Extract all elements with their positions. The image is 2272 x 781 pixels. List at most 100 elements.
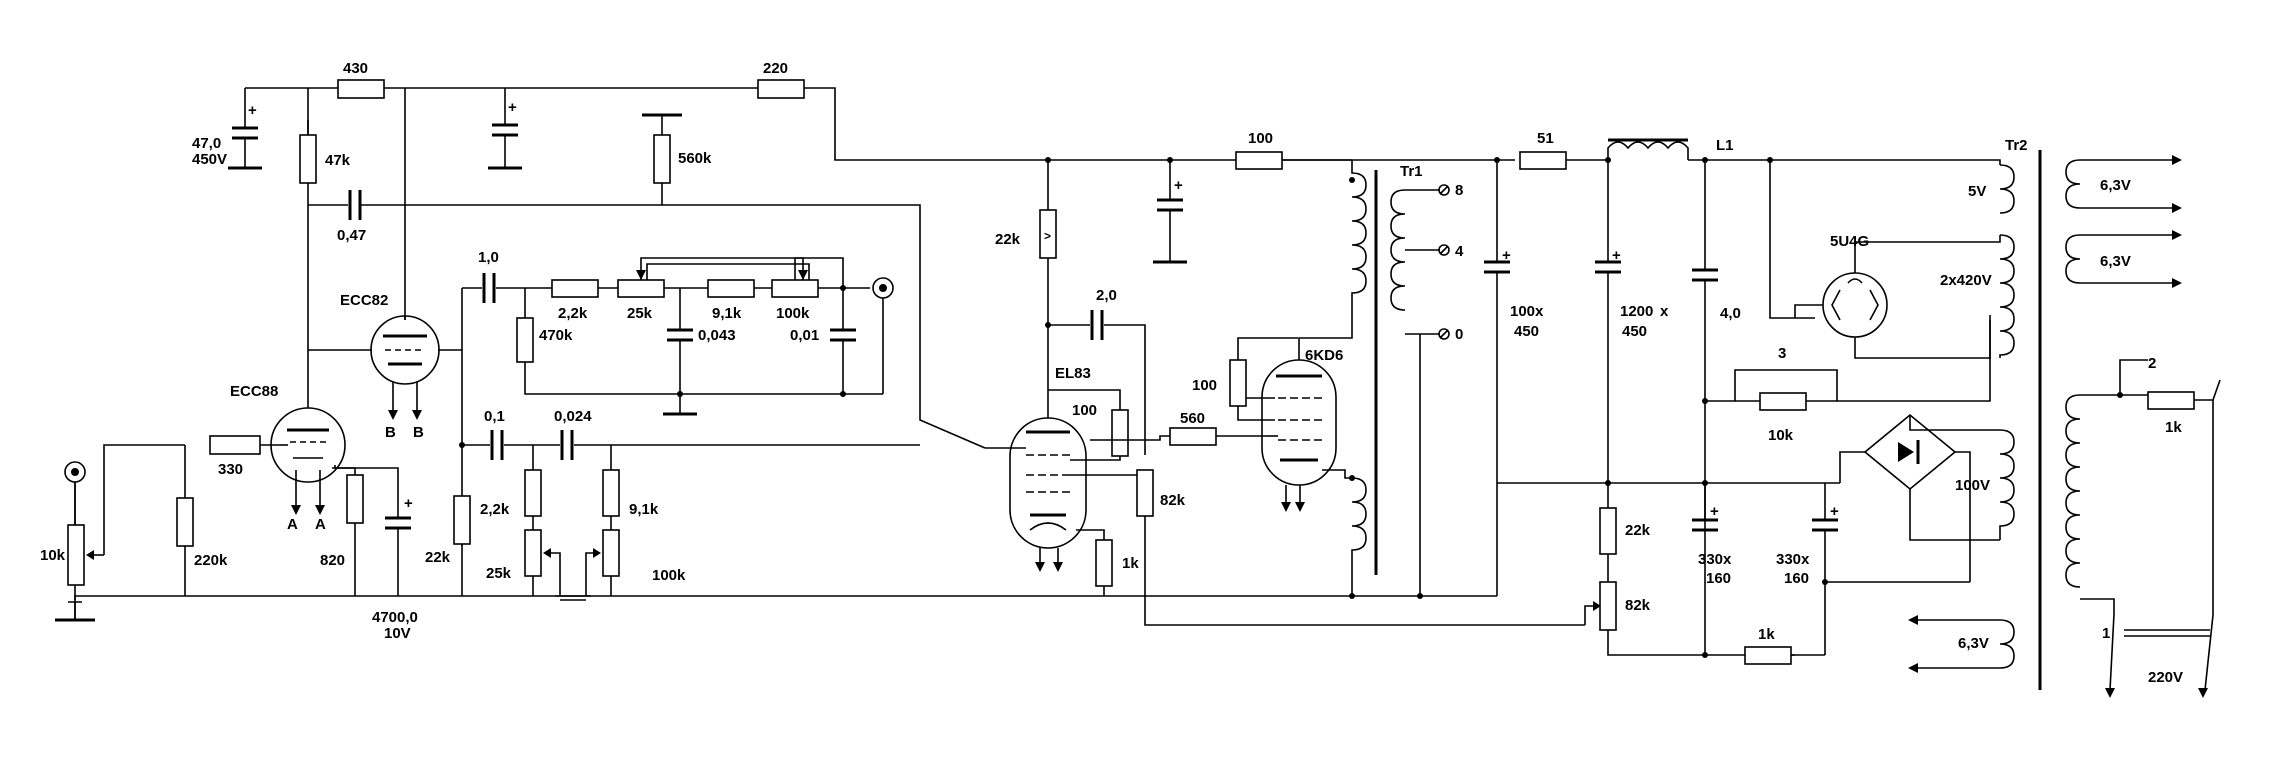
tr2-label: Tr2 — [2005, 137, 2028, 154]
pin-a1-label: A — [287, 516, 298, 533]
tap-0-icon[interactable] — [1438, 328, 1450, 340]
resistor-430 — [337, 79, 385, 99]
pot-82k-ps — [1599, 581, 1617, 631]
c047-label: 0,47 — [337, 227, 366, 244]
resistor-82k-el83 — [1136, 469, 1154, 517]
plus-sign: + — [1174, 177, 1183, 194]
c1200v-label: 450 — [1622, 323, 1647, 340]
plus-sign: + — [1612, 247, 1621, 264]
r220-label: 220 — [763, 60, 788, 77]
resistor-9k1-top — [707, 279, 755, 298]
c330b-label: 330x — [1776, 551, 1810, 568]
r100-top-label: 100 — [1248, 130, 1273, 147]
sw2-label: 2 — [2148, 355, 2156, 372]
r22k-el83-label: 22k — [995, 231, 1021, 248]
c330av-label: 160 — [1706, 570, 1731, 587]
plus-sign: + — [248, 102, 257, 119]
volume-pot — [67, 524, 85, 586]
resistor-220-top — [757, 79, 805, 99]
c01-label: 0,1 — [484, 408, 505, 425]
c330a-label: 330x — [1698, 551, 1732, 568]
5u4g-label: 5U4G — [1830, 233, 1869, 250]
p25k-top-label: 25k — [627, 305, 653, 322]
r2k2-top-label: 2,2k — [558, 305, 588, 322]
r9k1-bot-label: 9,1k — [629, 501, 659, 518]
r2k2-bot-label: 2,2k — [480, 501, 510, 518]
plus-sign: + — [1830, 503, 1839, 520]
tr1-transformer: Tr1 8 4 0 — [1349, 160, 1464, 599]
c1200x-x-label: x — [1660, 303, 1669, 320]
r220k-label: 220k — [194, 552, 228, 569]
v5v-label: 5V — [1968, 183, 1986, 200]
c10-label: 1,0 — [478, 249, 499, 266]
tone-stack-top: 1,0 2,2k 25k 9,1k 100k 470k 0,043 — [462, 249, 894, 416]
c47-label: 47,0 — [192, 135, 221, 152]
ecc82-stage: B B ECC82 — [308, 288, 463, 496]
sw3-label: 3 — [1778, 345, 1786, 362]
v63b-label: 6,3V — [2100, 253, 2131, 270]
c40-label: 4,0 — [1720, 305, 1741, 322]
c47v-label: 450V — [192, 151, 227, 168]
plus-sign: + — [508, 99, 517, 116]
plus-sign: + — [1502, 247, 1511, 264]
el83-tube-icon — [1009, 417, 1087, 549]
c0024-label: 0,024 — [554, 408, 592, 425]
ecc88-stage: A A ECC88 820 + 4700,0 10V — [230, 120, 418, 642]
r51-label: 51 — [1537, 130, 1554, 147]
resistor-2k2-top — [551, 279, 599, 298]
p100k-top-label: 100k — [776, 305, 810, 322]
resistor-100-6kd6 — [1229, 359, 1247, 407]
c001-label: 0,01 — [790, 327, 819, 344]
r1k-ps-label: 1k — [1758, 626, 1775, 643]
tone-stack-bottom: 0,1 0,024 2,2k 25k 9,1k 100k 22k — [425, 408, 920, 601]
input-section: 10k 330 220k — [40, 435, 1497, 622]
c4700v-label: 10V — [384, 625, 411, 642]
tap4-label: 4 — [1455, 243, 1464, 260]
plus-sign: + — [1710, 503, 1719, 520]
resistor-820 — [346, 474, 364, 524]
power-supply: + 100x 450 51 + 1200 x 450 L1 4,0 22k 82… — [1484, 130, 2001, 665]
resistor-330 — [209, 435, 261, 455]
r22k-grid-label: 22k — [425, 549, 451, 566]
pot-100k-bot — [602, 529, 620, 577]
6kd6-label: 6KD6 — [1305, 347, 1343, 364]
r47k-label: 47k — [325, 152, 351, 169]
p25k-bot-label: 25k — [486, 565, 512, 582]
p100k-bot-label: 100k — [652, 567, 686, 584]
resistor-100-top — [1235, 151, 1283, 170]
el83-label: EL83 — [1055, 365, 1091, 382]
c100x-label: 100x — [1510, 303, 1544, 320]
r1k-mains-label: 1k — [2165, 419, 2182, 436]
r9k1-top-label: 9,1k — [712, 305, 742, 322]
resistor-51 — [1519, 151, 1567, 170]
6kd6-stage: 6KD6 100 — [1192, 325, 1353, 512]
r10k-ps-label: 10k — [1768, 427, 1794, 444]
tap8-label: 8 — [1455, 182, 1463, 199]
v63c-label: 6,3V — [1958, 635, 1989, 652]
c100v-label: 450 — [1514, 323, 1539, 340]
r560k-label: 560k — [678, 150, 712, 167]
c20-label: 2,0 — [1096, 287, 1117, 304]
tap-4-icon[interactable] — [1438, 244, 1450, 256]
pot-25k-bot — [524, 529, 542, 577]
resistor-560k — [653, 134, 671, 184]
tap-8-icon[interactable] — [1438, 184, 1450, 196]
l1-label: L1 — [1716, 137, 1734, 154]
tap0-label: 0 — [1455, 326, 1463, 343]
pot-100k-top — [771, 279, 819, 298]
resistor-560 — [1169, 427, 1217, 446]
pin-b2-label: B — [413, 424, 424, 441]
r82k-el83-label: 82k — [1160, 492, 1186, 509]
tr2-transformer: Tr2 5V 2x420V 6,3V 6,3V 6,3V 2 — [1908, 137, 2221, 698]
resistor-100-el83 — [1111, 409, 1129, 457]
pin-b1-label: B — [385, 424, 396, 441]
resistor-1k-ps — [1744, 646, 1792, 665]
pot-25k-top — [617, 279, 665, 298]
resistor-10k-ps — [1759, 392, 1807, 411]
resistor-9k1-bot — [602, 469, 620, 517]
plus-sign: + — [404, 495, 413, 512]
r330-label: 330 — [218, 461, 243, 478]
6kd6-tube-icon — [1261, 359, 1337, 486]
r560-label: 560 — [1180, 410, 1205, 427]
